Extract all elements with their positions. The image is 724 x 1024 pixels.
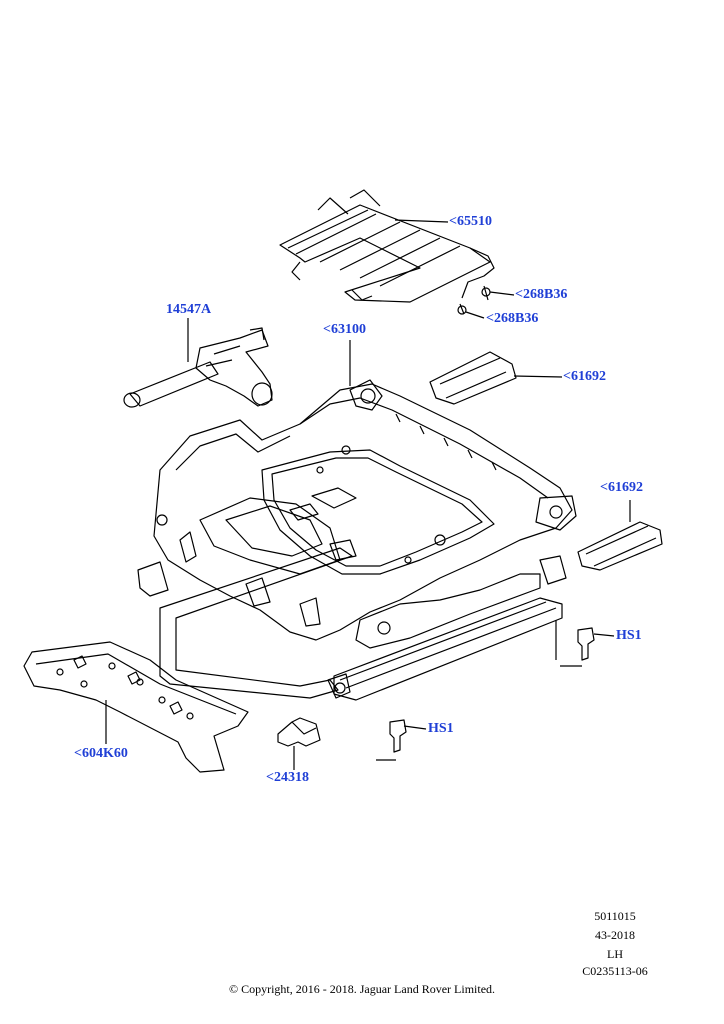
- height-adjust-lever: [123, 327, 273, 408]
- trim-cover-upper: [429, 351, 517, 405]
- screw-upper: [555, 620, 595, 667]
- screw-lower: [376, 719, 407, 761]
- leader-HS1-b: [403, 725, 427, 730]
- callout-14547A[interactable]: 14547A: [166, 302, 212, 317]
- info-line-4: C0235113-06: [582, 964, 648, 978]
- mounting-plate: [23, 641, 249, 773]
- callout-HS1-upper[interactable]: HS1: [616, 628, 642, 643]
- leader-65510: [394, 219, 449, 223]
- info-line-1: 5011015: [594, 909, 636, 923]
- callout-268B36-lower[interactable]: <268B36: [486, 311, 539, 326]
- small-bracket: [277, 717, 321, 747]
- info-line-3: LH: [607, 947, 623, 961]
- callout-63100[interactable]: <63100: [323, 322, 366, 337]
- leader-268B36-a: [489, 291, 515, 296]
- copyright-notice: © Copyright, 2016 - 2018. Jaguar Land Ro…: [228, 982, 496, 996]
- seat-rails: [137, 547, 567, 701]
- callout-HS1-lower[interactable]: HS1: [428, 721, 454, 736]
- info-line-2: 43-2018: [595, 928, 635, 942]
- leader-HS1-a: [593, 633, 615, 637]
- callout-268B36-upper[interactable]: <268B36: [515, 287, 568, 302]
- trim-cover-lower: [577, 521, 663, 571]
- callout-65510[interactable]: <65510: [449, 214, 492, 229]
- callout-604K60[interactable]: <604K60: [74, 746, 128, 761]
- leader-268B36-b: [465, 311, 485, 319]
- lumbar-wire-mat: [279, 189, 495, 315]
- callout-61692-lower[interactable]: <61692: [600, 480, 643, 495]
- seat-frame: [153, 379, 577, 641]
- leader-61692-a: [513, 375, 563, 378]
- callout-24318[interactable]: <24318: [266, 770, 309, 785]
- callout-61692-upper[interactable]: <61692: [563, 369, 606, 384]
